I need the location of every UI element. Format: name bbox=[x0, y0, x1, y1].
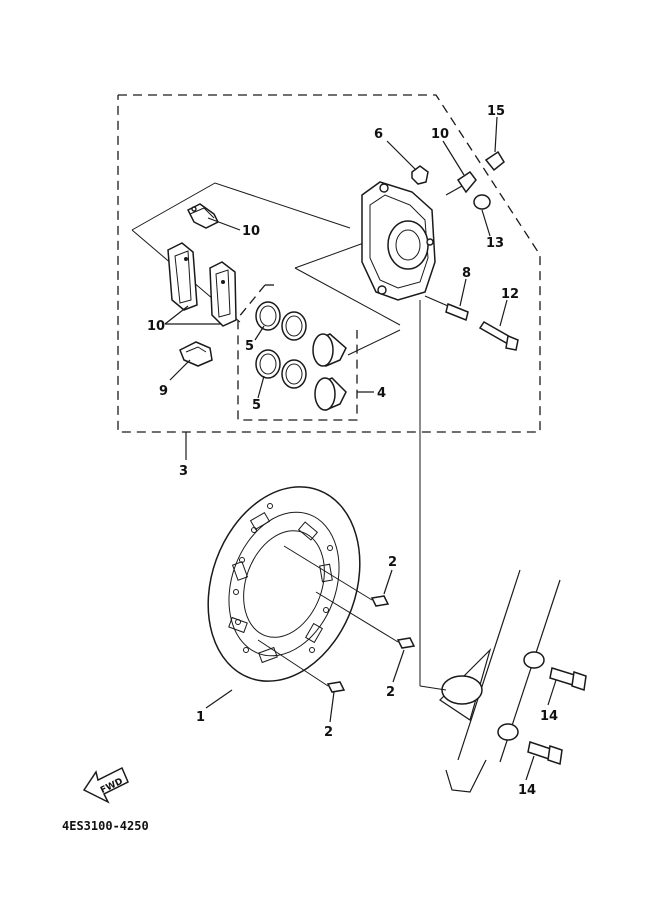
callout-2-upper: 2 bbox=[388, 555, 397, 570]
piston-lower bbox=[314, 377, 347, 412]
bleed-screw-cap-6 bbox=[411, 165, 429, 185]
disc-bolt-upper bbox=[283, 545, 390, 607]
pad-spring-clip bbox=[179, 341, 213, 367]
leader-lines bbox=[164, 116, 557, 781]
piston-seal-lower-2 bbox=[281, 359, 307, 389]
plug-13 bbox=[473, 194, 491, 210]
piston-seal-lower-1 bbox=[255, 349, 281, 379]
callout-5-lower: 5 bbox=[252, 398, 261, 413]
bleed-cap-15 bbox=[484, 150, 505, 172]
disc-bolt-lower bbox=[257, 639, 346, 693]
callout-14-lower: 14 bbox=[518, 783, 536, 798]
caliper-mount-bolt-lower bbox=[527, 741, 563, 765]
caliper-pin-7 bbox=[424, 295, 469, 322]
bleed-screw-8 bbox=[445, 170, 477, 196]
caliper-bolt-12 bbox=[478, 321, 519, 351]
callout-5-upper: 5 bbox=[245, 339, 254, 354]
callout-3: 3 bbox=[179, 464, 188, 479]
callout-1: 1 bbox=[196, 710, 205, 725]
callout-12: 12 bbox=[501, 287, 519, 302]
pad-support-spring bbox=[186, 203, 220, 229]
callout-8: 10 bbox=[431, 127, 449, 142]
callout-15: 15 bbox=[487, 104, 505, 119]
callout-6: 6 bbox=[374, 127, 383, 142]
callout-11: 10 bbox=[147, 319, 165, 334]
callout-2-middle: 2 bbox=[386, 685, 395, 700]
forward-direction-arrow: FWD bbox=[82, 766, 129, 804]
callout-4: 4 bbox=[377, 386, 386, 401]
diagram-code: 4ES3100-4250 bbox=[62, 819, 149, 833]
callout-9: 9 bbox=[159, 384, 168, 399]
brake-pad-outer bbox=[209, 261, 237, 327]
caliper-mount-bolt-upper bbox=[549, 667, 587, 691]
caliper-body bbox=[361, 181, 436, 301]
callout-7: 8 bbox=[462, 266, 471, 281]
piston-seal-upper-1 bbox=[255, 301, 281, 331]
front-fork-leg bbox=[419, 300, 561, 793]
caliper-assembly-boundary bbox=[117, 94, 541, 433]
piston-upper bbox=[312, 333, 347, 367]
piston-seal-upper-2 bbox=[281, 311, 307, 341]
brake-disc bbox=[207, 486, 361, 682]
callout-2-lower: 2 bbox=[324, 725, 333, 740]
disc-bolt-middle bbox=[315, 591, 416, 649]
callout-10: 10 bbox=[242, 224, 260, 239]
piston-kit-boundary bbox=[237, 284, 358, 421]
callout-14-upper: 14 bbox=[540, 709, 558, 724]
callout-13: 13 bbox=[486, 236, 504, 251]
brake-pad-inner bbox=[167, 242, 198, 311]
